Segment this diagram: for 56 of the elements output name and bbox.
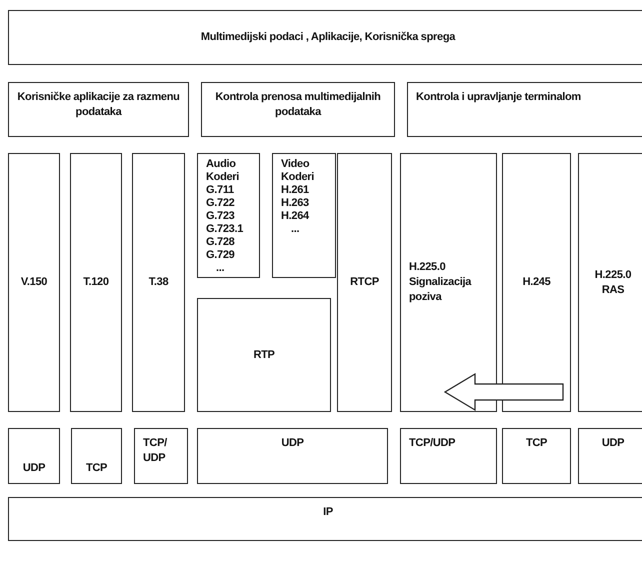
protocol-box [502,428,571,484]
protocol-box [197,428,388,484]
box-label: TCP [526,436,548,451]
codec-name: H.263 [281,197,309,210]
protocol-box [502,153,571,412]
box-label: H.225.0 RAS [594,268,632,298]
codec-name: G.729 [206,249,234,262]
group-header-box [8,82,189,137]
group-header-box [407,82,642,137]
box-label: UDP [602,436,624,451]
codec-name: H.261 [281,184,309,197]
protocol-box [578,153,642,412]
block-arrow [444,372,564,412]
box-label: T.120 [83,275,109,290]
codec-name: G.728 [206,236,234,249]
codec-name: G.723.1 [206,223,244,236]
protocol-box [337,153,392,412]
codec-list-box [197,153,260,278]
box-label: T.38 [148,275,168,290]
codec-name: G.723 [206,210,234,223]
protocol-box [70,153,122,412]
box-label: H.245 [522,275,550,290]
protocol-box [71,428,122,484]
codec-heading: Video Koderi [281,158,316,184]
codec-name: G.711 [206,184,234,197]
box-label: RTCP [350,275,379,290]
box-label: V.150 [20,275,48,290]
box-label: Kontrola i upravljanje terminalom [416,90,581,105]
layer-box [8,10,642,65]
box-label: Multimedijski podaci , Aplikacije, Korisnička sprega [200,30,456,45]
box-label: IP [323,505,333,520]
box-label: Korisničke aplikacije za razmenu podataka [17,90,180,120]
protocol-box [132,153,185,412]
protocol-box [134,428,188,484]
layer-box [8,497,642,541]
protocol-box [400,153,497,412]
codec-name: H.264 [281,210,309,223]
protocol-box [197,298,331,412]
box-label: H.225.0 Signalizacija poziva [409,260,472,305]
protocol-box [8,428,60,484]
box-label: TCP [86,461,108,476]
box-label: UDP [22,461,46,476]
box-label: RTP [253,348,275,362]
box-label: Kontrola prenosa multimedijalnih podataka [214,90,382,120]
box-label: TCP/UDP [409,436,456,451]
group-header-box [201,82,395,137]
codec-name: ... [215,262,224,275]
box-label: UDP [281,436,304,451]
codec-name: ... [290,223,300,236]
protocol-box [8,153,60,412]
protocol-box [578,428,642,484]
protocol-box [400,428,497,484]
codec-list-box [272,153,336,278]
codec-heading: Audio Koderi [206,158,240,184]
codec-name: G.722 [206,197,234,210]
box-label: TCP/ UDP [143,436,168,466]
